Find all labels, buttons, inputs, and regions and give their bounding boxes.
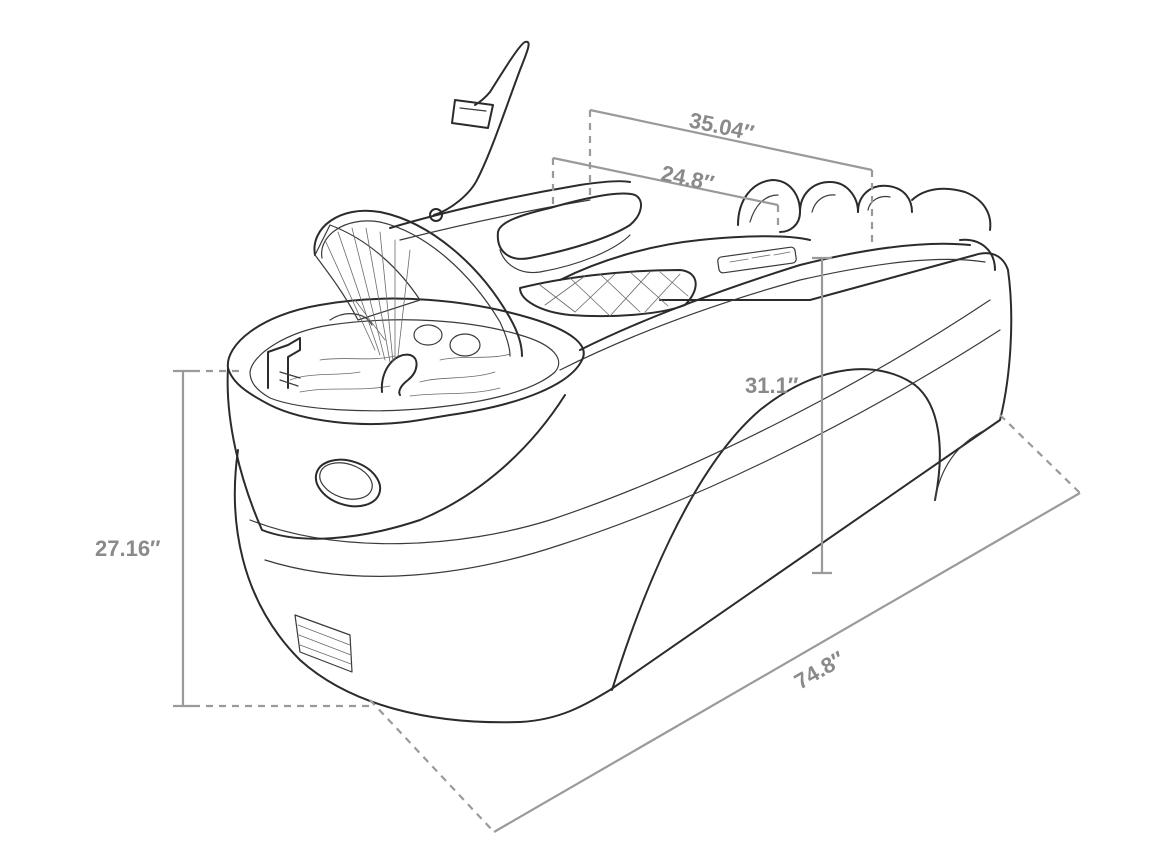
basin-bowl-front [226, 367, 566, 540]
basin-bowl-outer [226, 297, 585, 425]
length-dimension-line [493, 492, 1081, 833]
front-vent [294, 614, 353, 673]
shower-arm [313, 209, 523, 357]
bed-width-dimension-line [589, 108, 873, 172]
shower-fan [314, 224, 421, 321]
faucet [267, 337, 301, 389]
handheld-sprayer [451, 99, 494, 129]
seat-quilting [539, 271, 689, 317]
seat-width-label: 24.8″ [659, 160, 717, 196]
water-ripples [289, 353, 511, 397]
total-height-label: 31.1″ [745, 373, 799, 398]
overall-length-label: 74.8″ [790, 646, 849, 695]
backrest [559, 235, 811, 281]
bed-width-label: 35.04″ [687, 107, 757, 145]
spray-lines [324, 227, 411, 363]
neck-rest [380, 353, 418, 396]
shampoo-bed-illustration [226, 40, 1013, 724]
body-side-line-2 [249, 299, 991, 545]
body-side-line-1 [264, 329, 1001, 577]
hose-clip [429, 208, 443, 222]
pillow [496, 192, 642, 260]
basin-bowl-inner [249, 319, 560, 412]
body-upper-ridge [579, 242, 971, 351]
body-arch [611, 368, 941, 691]
seat-cushion [519, 269, 697, 318]
body-arch-inner [934, 429, 986, 501]
control-panel [717, 246, 797, 274]
front-emblem [314, 458, 382, 508]
seat-width-dimension-line [552, 156, 779, 207]
hose [433, 40, 530, 216]
base-height-label: 27.16″ [95, 536, 161, 561]
bed-body-outline [233, 252, 1013, 724]
deck-edge [399, 199, 591, 241]
dimension-lines [173, 108, 1081, 833]
body-upper-ridge-2 [559, 258, 986, 371]
leg-rollers [737, 179, 996, 271]
